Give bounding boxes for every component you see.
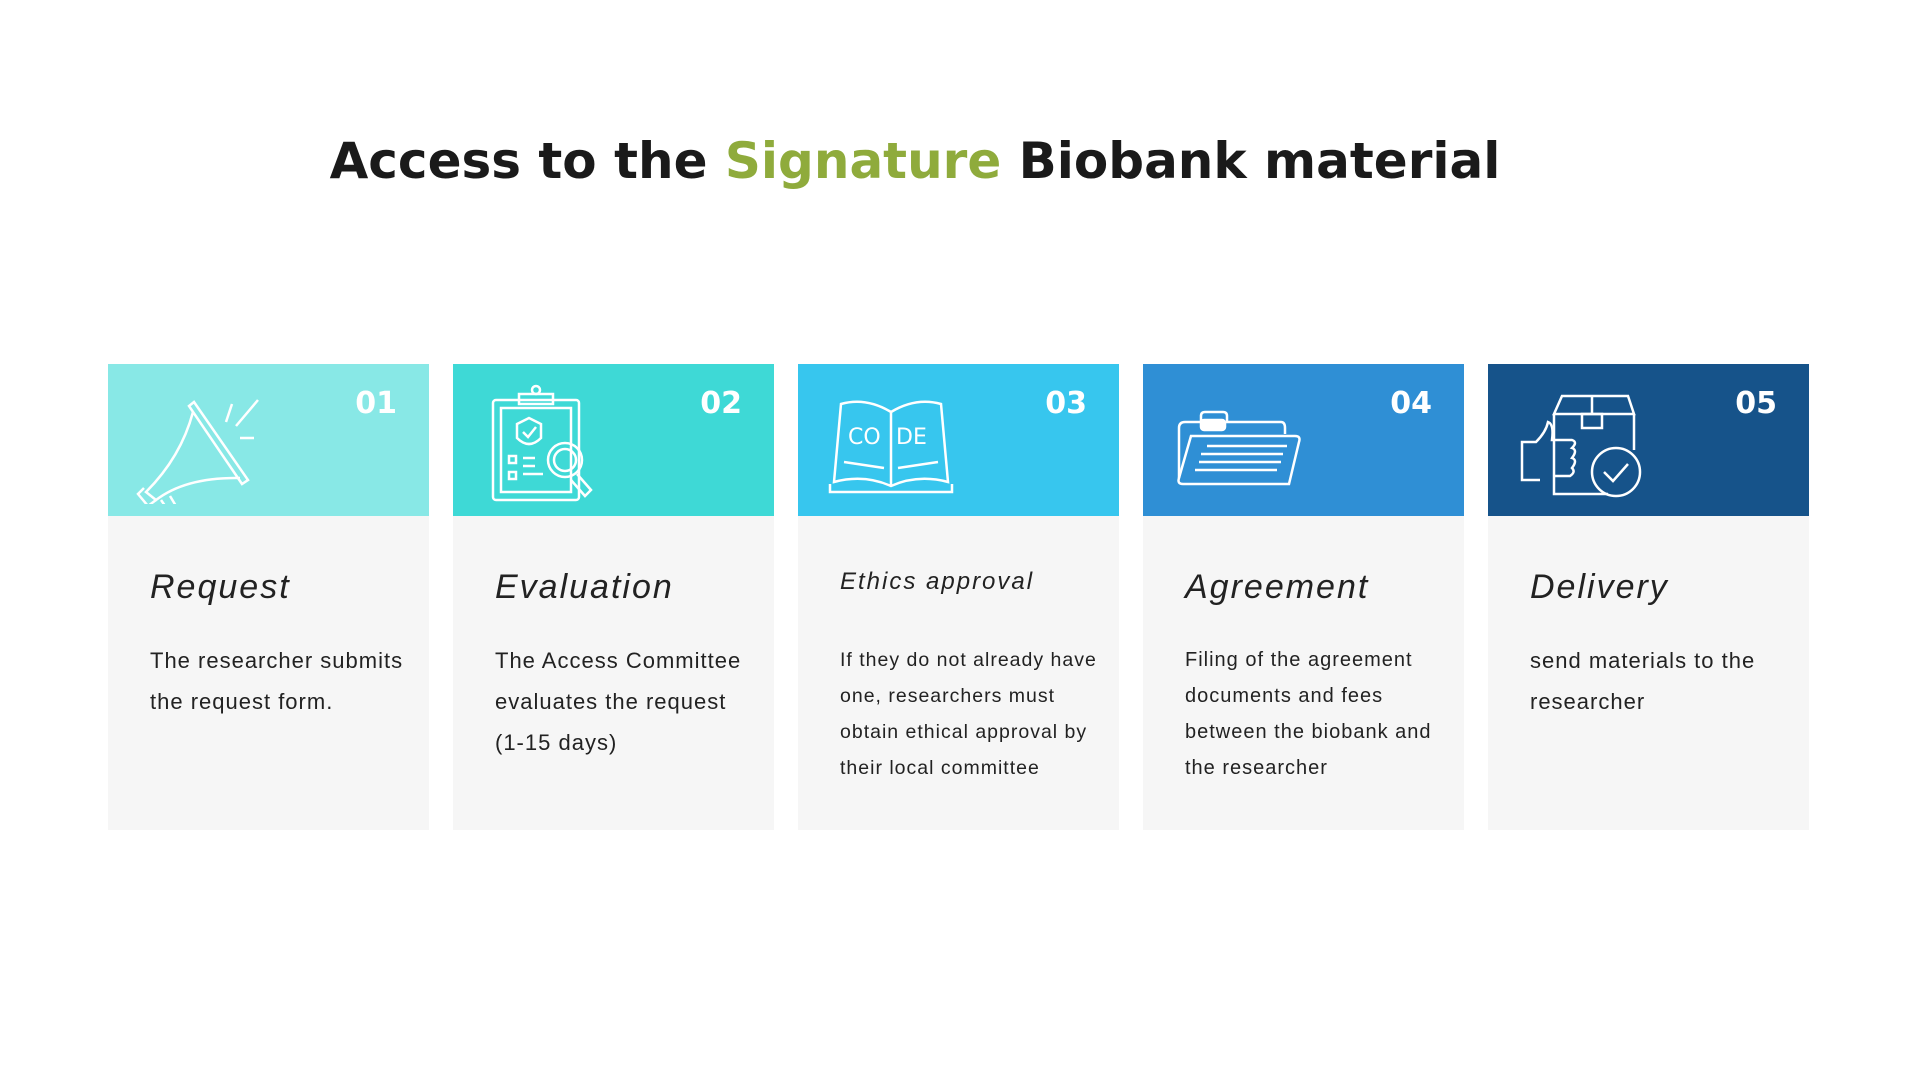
step-name: Agreement [1185, 568, 1370, 606]
step-number: 02 [700, 386, 742, 421]
step-number: 03 [1045, 386, 1087, 421]
title-accent: Signature [724, 132, 1002, 190]
svg-text:CO: CO [848, 425, 881, 450]
step-number: 04 [1390, 386, 1432, 421]
step-header: 02 [453, 364, 774, 516]
step-header: 04 [1143, 364, 1464, 516]
step-header: CO DE 03 [798, 364, 1119, 516]
title-suffix: Biobank material [1018, 132, 1501, 190]
svg-text:DE: DE [896, 425, 927, 450]
step-description: The Access Committee evaluates the reque… [495, 648, 742, 755]
step-description: send materials to the researcher [1530, 648, 1756, 714]
step-card-delivery: 05 Delivery send materials to the resear… [1488, 364, 1809, 830]
step-card-ethics-approval: CO DE 03 Ethics approval If they do not … [798, 364, 1119, 830]
title-prefix: Access to the [329, 132, 708, 190]
megaphone-icon [136, 399, 259, 504]
clipboard-search-icon [491, 384, 593, 502]
step-name: Evaluation [495, 568, 674, 606]
step-header: 05 [1488, 364, 1809, 516]
step-header: 01 [108, 364, 429, 516]
step-card-evaluation: 02 Evaluation The Access Committee evalu… [453, 364, 774, 830]
step-name: Ethics approval [840, 568, 1035, 595]
step-name: Request [150, 568, 291, 606]
page-title: Access to the Signature Biobank material [0, 132, 1830, 190]
step-card-agreement: 04 Agreement Filing of the agreement doc… [1143, 364, 1464, 830]
step-card-request: 01 Request The researcher submits the re… [108, 364, 429, 830]
step-number: 05 [1735, 386, 1777, 421]
step-description: If they do not already have one, researc… [840, 649, 1097, 779]
code-book-icon: CO DE [828, 400, 954, 494]
step-description: The researcher submits the request form. [150, 648, 404, 714]
step-description: Filing of the agreement documents and fe… [1185, 649, 1432, 779]
step-number: 01 [355, 386, 397, 421]
package-delivered-icon [1520, 394, 1642, 498]
step-name: Delivery [1530, 568, 1669, 606]
folder-icon [1177, 410, 1301, 486]
